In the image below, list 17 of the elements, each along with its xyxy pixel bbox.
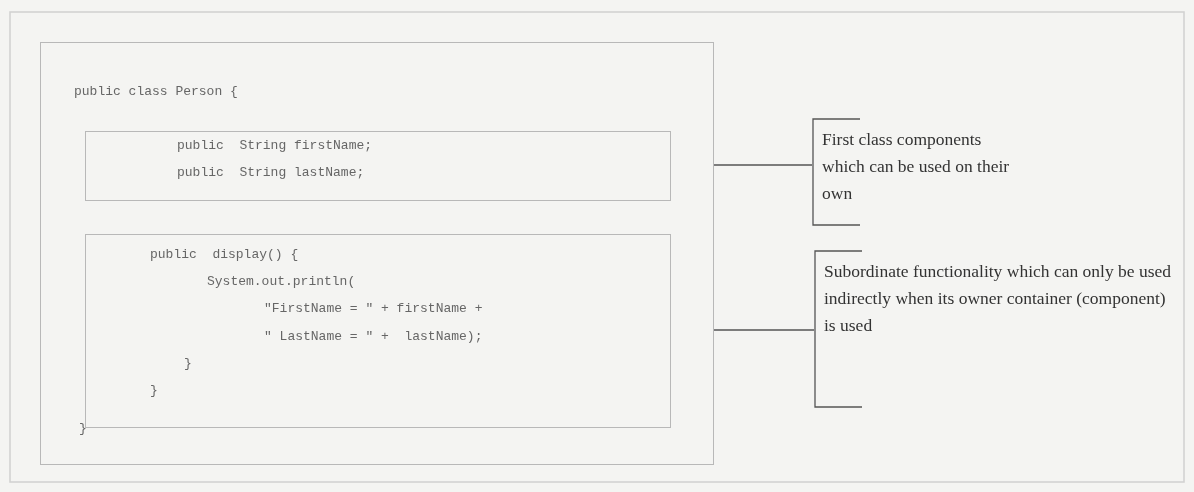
annotation-bracket [812,118,1012,226]
code-line: public display() { [150,247,299,262]
code-box [85,234,671,428]
code-box [85,131,671,201]
code-line: " LastName = " + lastName); [264,329,483,344]
code-line: public String lastName; [177,165,365,180]
code-line: public String firstName; [177,138,373,153]
annotation-text: Subordinate functionality which can only be used indirectly when its owner container (component) is used [824,260,1172,337]
code-line: "FirstName = " + firstName + [264,301,483,316]
code-line: } [150,383,158,398]
code-line: } [79,421,87,436]
code-line: System.out.println( [207,274,356,289]
code-line: } [184,356,192,371]
code-line: public class Person { [74,84,238,99]
code-box [40,42,714,465]
annotation-bracket [814,250,1174,408]
annotation-text: First class components which can be used on their own [822,128,1010,205]
